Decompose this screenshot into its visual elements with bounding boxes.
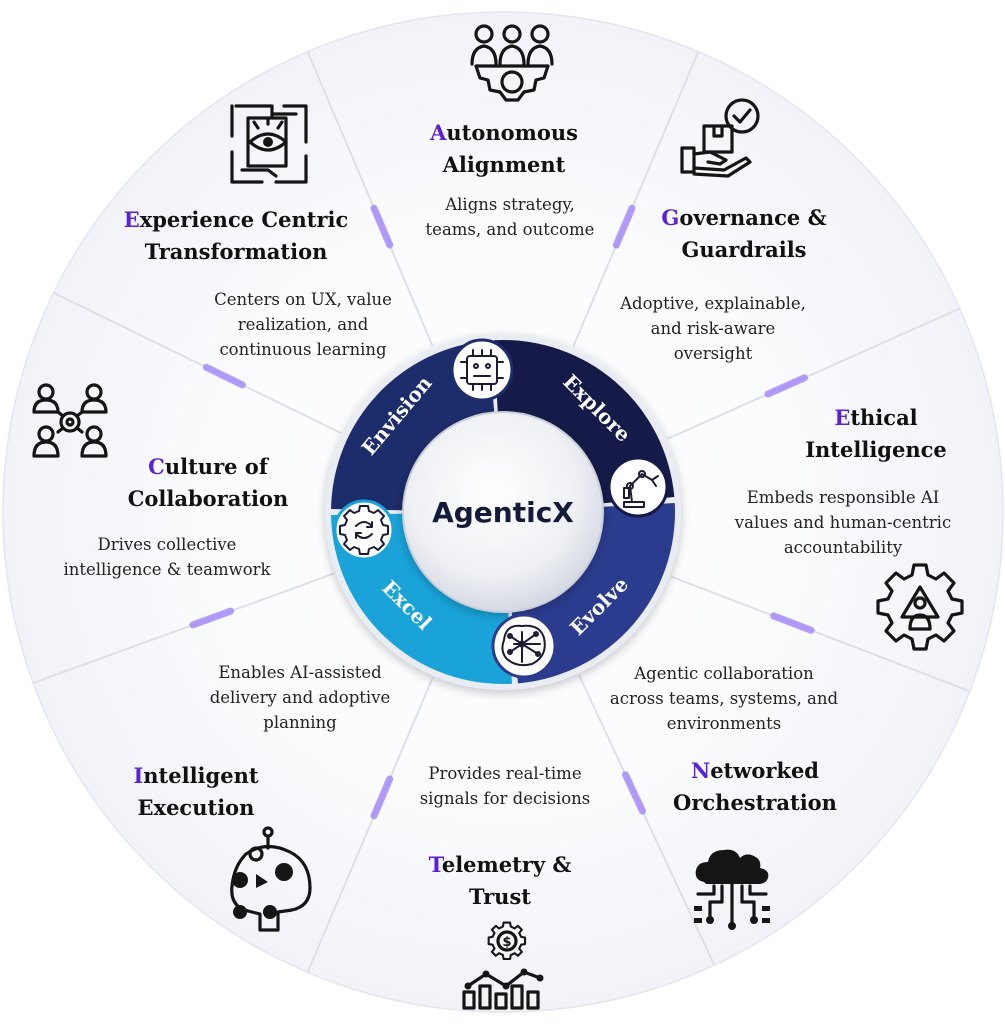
sector-divider-accent (622, 771, 646, 815)
sector-divider (667, 307, 961, 440)
core-label: AgenticX (432, 496, 574, 529)
robot-head-gears-icon (230, 826, 312, 932)
sector-icons: $ (32, 24, 964, 1010)
dollar-gear-chart-icon: $ (462, 921, 544, 1010)
sector-divider (578, 674, 716, 966)
circuit-chip-icon (460, 349, 504, 391)
sector-title: Governance &Guardrails (661, 205, 826, 262)
sector-divider-accent (612, 204, 636, 249)
robot-arm-icon (623, 470, 659, 508)
sector-divider (53, 291, 342, 434)
sector-title: Telemetry &Trust (429, 852, 572, 909)
core-circle (402, 411, 604, 613)
cloud-network-icon (694, 849, 770, 930)
sector-divider (670, 575, 971, 693)
ring-badge-envision (450, 338, 514, 402)
sector-divider-accent (764, 374, 808, 398)
sector-divider-accent (202, 363, 246, 389)
eye-puzzle-hands-icon (230, 104, 308, 184)
gear-person-icon (876, 563, 964, 651)
sector-divider-accent (770, 612, 815, 634)
people-gear-network-icon (32, 383, 108, 458)
sector-divider-accent (189, 607, 234, 629)
neural-network-icon (501, 624, 546, 667)
hand-box-check-icon (680, 98, 760, 178)
sector-dividers (32, 51, 971, 973)
sector-divider (572, 51, 700, 347)
ring-badge-evolve (491, 613, 557, 679)
sector-divider (32, 572, 335, 684)
sector-divider (306, 51, 434, 347)
sector-divider (306, 677, 434, 973)
sector-description: Aligns strategy,teams, and outcome (426, 195, 595, 239)
ring-badge-excel (333, 499, 395, 561)
ring-badge-explore (607, 456, 669, 518)
gear-cycle-icon (339, 505, 389, 555)
sector-divider-accent (370, 775, 394, 820)
sector-divider-accent (370, 204, 394, 249)
team-gear-icon (470, 24, 554, 102)
svg-text:$: $ (502, 935, 511, 950)
